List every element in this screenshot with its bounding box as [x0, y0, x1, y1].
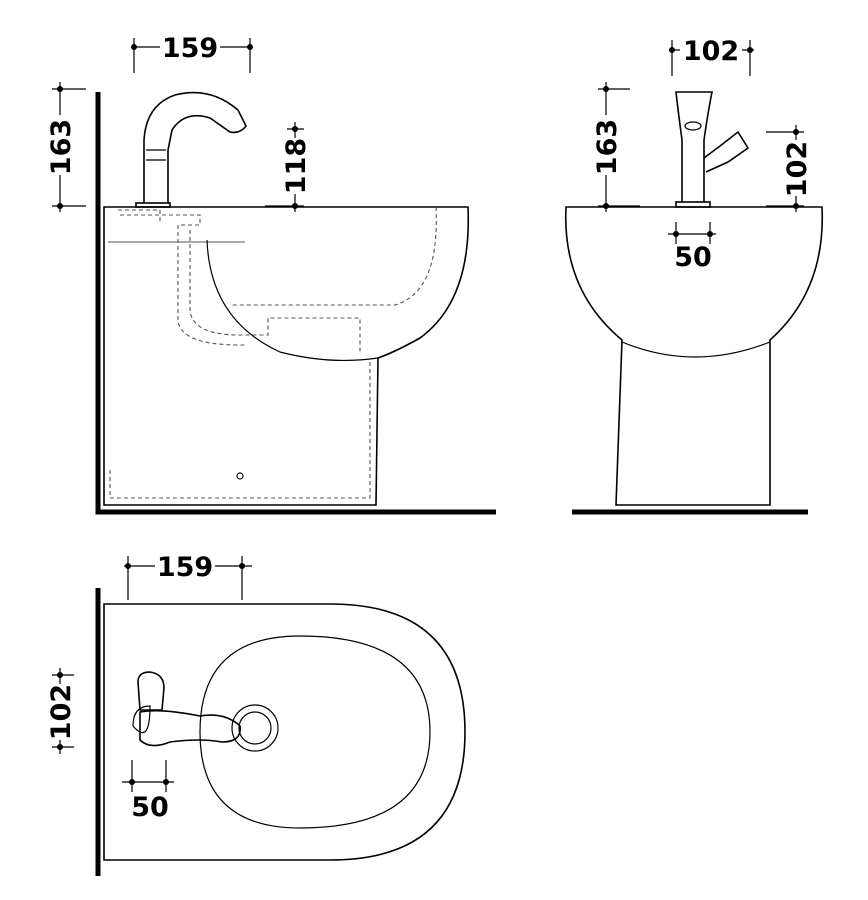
top-faucet-base-ring	[132, 705, 151, 734]
side-hidden-small	[118, 209, 161, 222]
side-faucet-body	[143, 91, 247, 203]
dim-side-width: 159	[131, 33, 253, 73]
front-view: 102 163 102 50	[564, 36, 824, 515]
top-inner-bowl	[199, 635, 431, 829]
front-faucet-base	[675, 201, 711, 208]
top-drain-inner	[238, 711, 272, 745]
top-faucet-lever	[137, 671, 165, 711]
side-hidden-outer	[230, 206, 437, 306]
dim-top-height-label: 102	[46, 684, 77, 740]
dim-top-width-label: 159	[157, 552, 213, 583]
front-bowl-outline	[564, 206, 824, 506]
side-hidden-foot	[109, 360, 371, 499]
dim-top-base-label: 50	[131, 792, 169, 823]
dim-front-handle-height-label: 102	[782, 141, 813, 197]
dim-front-width: 102	[669, 36, 754, 76]
top-drain-outer	[231, 704, 279, 752]
dim-front-handle-height: 102	[766, 125, 813, 212]
side-bowl-outline	[103, 206, 470, 506]
side-faucet-detail	[146, 149, 166, 161]
dim-front-base-label: 50	[674, 242, 712, 273]
dim-side-height-total-label: 163	[46, 119, 77, 175]
side-hidden-channel-2	[189, 230, 361, 352]
side-faucet-base	[135, 202, 171, 208]
dim-front-width-label: 102	[683, 36, 739, 67]
dim-front-base: 50	[668, 222, 716, 273]
dim-top-base: 50	[122, 760, 174, 823]
front-faucet-body	[675, 91, 713, 202]
side-view: 159 163 118	[44, 33, 496, 515]
dim-top-height: 102	[44, 668, 77, 754]
top-view: 159 102 50	[44, 552, 466, 876]
front-faucet-handle	[703, 130, 750, 173]
front-aerator	[684, 121, 702, 131]
dim-front-height-total: 163	[590, 82, 640, 212]
side-inner-bowl	[206, 239, 379, 362]
top-bowl-outline	[103, 603, 466, 861]
side-drain-hole	[236, 472, 244, 480]
top-faucet-spout	[139, 709, 241, 747]
dim-side-width-label: 159	[162, 33, 218, 64]
front-inner-curve	[621, 341, 771, 358]
dim-top-width: 159	[124, 552, 252, 600]
dim-front-height-total-label: 163	[592, 119, 623, 175]
side-hidden-channel	[120, 214, 245, 346]
side-wall	[95, 92, 496, 515]
dim-side-height-total: 163	[44, 82, 86, 212]
dim-side-spout-height-label: 118	[281, 138, 312, 194]
dim-side-spout-height: 118	[265, 122, 312, 212]
